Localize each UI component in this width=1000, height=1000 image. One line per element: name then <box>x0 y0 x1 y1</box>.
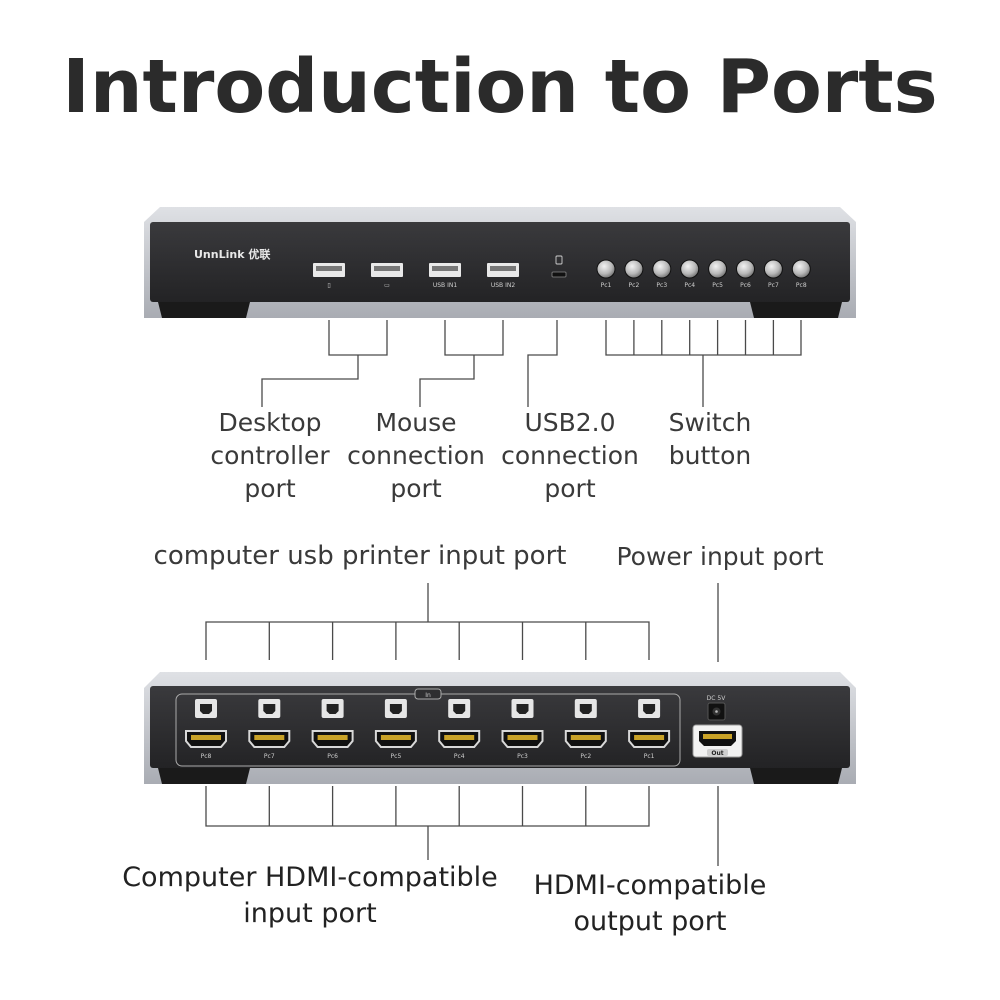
rear-connector-lines <box>205 583 719 866</box>
in-label: In <box>425 692 431 699</box>
switch-button-label: Pc7 <box>768 282 779 289</box>
usb-in1-label: USB IN1 <box>433 282 457 289</box>
usb-port-desktop-1: ▯ <box>313 263 345 289</box>
keyboard-icon: ▭ <box>384 282 390 289</box>
switch-ticks <box>633 320 775 355</box>
hdmi-input-label: Pc6 <box>327 753 338 760</box>
usb-icon <box>555 255 563 265</box>
rear-panel <box>150 686 850 768</box>
rear-port-group-pc4: Pc4 <box>438 699 481 760</box>
hdmi-input-label: Pc5 <box>391 753 402 760</box>
rear-port-group-pc7: Pc7 <box>248 699 291 760</box>
switch-button-label: Pc5 <box>712 282 723 289</box>
switch-button-label: Pc6 <box>740 282 751 289</box>
rear-device: In Pc8 Pc7 Pc6 Pc5 Pc4 Pc3 Pc2 Pc1 DC 5V Out <box>144 672 856 784</box>
label-usb2-connection-port: USB2.0 connection port <box>501 408 639 503</box>
rear-port-group-pc1: Pc1 <box>628 699 671 760</box>
hdmi-input-label: Pc7 <box>264 753 275 760</box>
front-panel <box>150 222 850 302</box>
brand-logo: UnnLink 优联 <box>194 247 270 261</box>
switch-button-5[interactable]: Pc5 <box>708 259 728 289</box>
switch-button-4[interactable]: Pc4 <box>680 259 700 289</box>
switch-button-label: Pc3 <box>656 282 667 289</box>
switch-button-label: Pc1 <box>601 282 612 289</box>
front-connector-lines <box>261 320 802 407</box>
switch-button-1[interactable]: Pc1 <box>596 259 616 289</box>
page-title: Introduction to Ports <box>62 44 938 130</box>
label-power-input-port: Power input port <box>616 542 824 571</box>
rear-input-ports: Pc8 Pc7 Pc6 Pc5 Pc4 Pc3 Pc2 Pc1 <box>185 699 671 760</box>
rear-port-group-pc5: Pc5 <box>374 699 417 760</box>
label-hdmi-input-port: Computer HDMI-compatible input port <box>122 862 498 929</box>
front-foot-right <box>750 302 842 318</box>
hdmi-input-label: Pc8 <box>201 753 212 760</box>
usb-port-in1: USB IN1 <box>429 263 461 289</box>
front-device: UnnLink 优联 ▯ ▭ USB IN1 USB IN2 Pc1 <box>144 207 856 318</box>
usb-port-desktop-2: ▭ <box>371 263 403 289</box>
rear-port-group-pc3: Pc3 <box>501 699 544 760</box>
switch-button-2[interactable]: Pc2 <box>624 259 644 289</box>
rear-foot-left <box>158 768 250 784</box>
switch-button-label: Pc4 <box>684 282 695 289</box>
label-usb-printer-input-port: computer usb printer input port <box>153 541 567 571</box>
hdmi-input-label: Pc4 <box>454 753 465 760</box>
label-hdmi-output-port: HDMI-compatible output port <box>533 870 767 937</box>
usb2-micro-port <box>551 255 567 278</box>
rear-foot-right <box>750 768 842 784</box>
usb-port-in2: USB IN2 <box>487 263 519 289</box>
switch-button-7[interactable]: Pc7 <box>763 259 783 289</box>
label-desktop-controller-port: Desktop controller port <box>210 408 330 503</box>
rear-port-group-pc6: Pc6 <box>311 699 354 760</box>
switch-button-label: Pc8 <box>796 282 807 289</box>
switch-button-8[interactable]: Pc8 <box>791 259 811 289</box>
dc-label: DC 5V <box>707 695 727 702</box>
hdmi-input-label: Pc3 <box>517 753 528 760</box>
usb-in2-label: USB IN2 <box>491 282 515 289</box>
rear-port-group-pc8: Pc8 <box>185 699 227 760</box>
switch-button-label: Pc2 <box>629 282 640 289</box>
rear-port-group-pc2: Pc2 <box>564 699 607 760</box>
front-foot-left <box>158 302 250 318</box>
mouse-icon: ▯ <box>327 282 330 289</box>
rear-ticks <box>268 622 587 826</box>
label-mouse-connection-port: Mouse connection port <box>347 408 485 503</box>
switch-button-6[interactable]: Pc6 <box>736 259 755 289</box>
label-switch-button: Switch button <box>668 408 752 470</box>
hdmi-input-label: Pc1 <box>644 753 655 760</box>
switch-buttons: Pc1 Pc2 Pc3 Pc4 Pc5 Pc6 Pc7 Pc8 <box>596 259 811 289</box>
hdmi-input-label: Pc2 <box>580 753 591 760</box>
out-label: Out <box>711 750 723 757</box>
switch-button-3[interactable]: Pc3 <box>652 259 672 289</box>
